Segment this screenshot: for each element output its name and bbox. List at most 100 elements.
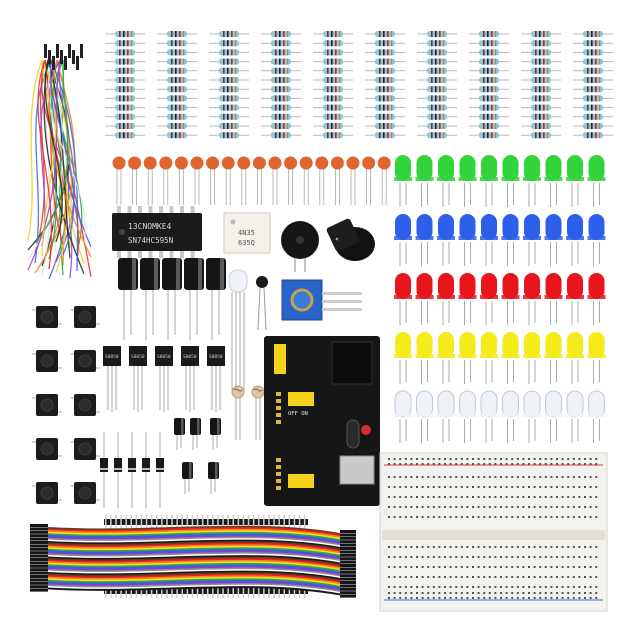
led (415, 155, 434, 207)
jumper-wire (41, 59, 69, 273)
ceramic-capacitor (330, 156, 344, 205)
led (437, 390, 455, 443)
ceramic-capacitor (206, 156, 220, 205)
resistor (521, 113, 561, 120)
resistor (105, 77, 145, 83)
resistor (573, 86, 613, 93)
ceramic-capacitor (237, 156, 251, 205)
small-capacitor (210, 418, 221, 450)
led (437, 332, 455, 384)
power-switch-label: OFF ON (288, 411, 308, 417)
ceramic-capacitor (128, 156, 142, 205)
ribbon-wire (47, 586, 341, 596)
resistor (261, 67, 301, 74)
led (544, 273, 563, 325)
svg-text:S8050: S8050 (131, 354, 145, 360)
ribbon-wire (47, 579, 341, 590)
ribbon-wire (47, 573, 341, 583)
ceramic-capacitor (190, 156, 204, 205)
ceramic-capacitor (112, 156, 126, 205)
buzzer-passive: + (326, 218, 375, 261)
rgb-led (228, 269, 248, 390)
diode (128, 432, 136, 508)
resistor (261, 40, 301, 47)
resistor (573, 104, 613, 111)
ribbon-wire (47, 530, 341, 540)
resistor (157, 123, 197, 129)
resistor (469, 123, 509, 129)
resistor (521, 67, 561, 74)
ribbon-wire (47, 558, 341, 568)
resistor (365, 67, 405, 74)
ceramic-capacitor (377, 156, 391, 205)
ribbon-wire (47, 547, 341, 557)
optocoupler-label-line1: 4N35 (238, 229, 255, 237)
led (458, 390, 477, 443)
led (415, 332, 434, 384)
resistor (573, 31, 613, 37)
resistor (261, 123, 301, 129)
resistor (417, 95, 457, 102)
led (523, 332, 541, 384)
led (566, 214, 584, 266)
resistor (209, 86, 249, 93)
resistor (469, 67, 509, 74)
led (415, 273, 434, 325)
resistor (209, 49, 249, 56)
led (458, 332, 477, 384)
tactile-button (70, 438, 100, 460)
svg-text:S8050: S8050 (183, 354, 197, 360)
led (394, 214, 412, 266)
ribbon-wire (47, 539, 341, 549)
diode (142, 432, 150, 508)
ceramic-capacitor (315, 156, 329, 205)
resistor (157, 49, 197, 56)
jumper-wire (37, 59, 53, 270)
led (566, 332, 584, 384)
resistor (573, 49, 613, 56)
resistor-grid (105, 31, 613, 139)
resistor (261, 95, 301, 102)
resistor (365, 113, 405, 120)
led (501, 273, 520, 325)
led (566, 390, 584, 443)
resistor (209, 95, 249, 102)
led (544, 214, 563, 266)
resistor (313, 67, 353, 74)
resistor (209, 113, 249, 120)
electrolytic-capacitor (140, 258, 160, 340)
small-capacitor (208, 462, 219, 494)
led (523, 390, 541, 443)
led (480, 155, 498, 207)
resistor (417, 86, 457, 93)
svg-text:+: + (334, 235, 341, 243)
ribbon-wire (47, 584, 341, 594)
diode (114, 432, 122, 508)
led-grid (394, 155, 606, 443)
led (587, 273, 606, 325)
transistor: S8050 (103, 346, 121, 412)
resistor (417, 58, 457, 65)
resistor (105, 40, 145, 47)
led (480, 390, 498, 443)
ribbon-wire (47, 562, 341, 573)
resistor (209, 132, 249, 139)
tactile-button (70, 482, 100, 504)
resistor (521, 40, 561, 47)
led (544, 332, 563, 384)
resistor (105, 113, 145, 120)
jumper-wire (44, 59, 64, 246)
resistor (105, 31, 145, 37)
svg-text:S8050: S8050 (209, 354, 223, 360)
ribbon-wire (47, 525, 341, 535)
resistor (313, 49, 353, 56)
ribbon-wire (47, 564, 341, 574)
resistor (313, 77, 353, 83)
electrolytic-capacitor (206, 258, 226, 340)
ribbon-wire (47, 527, 341, 537)
ribbon-wire (47, 552, 341, 562)
resistor (469, 58, 509, 65)
ribbon-wire (47, 555, 341, 565)
photoresistor (231, 385, 245, 440)
